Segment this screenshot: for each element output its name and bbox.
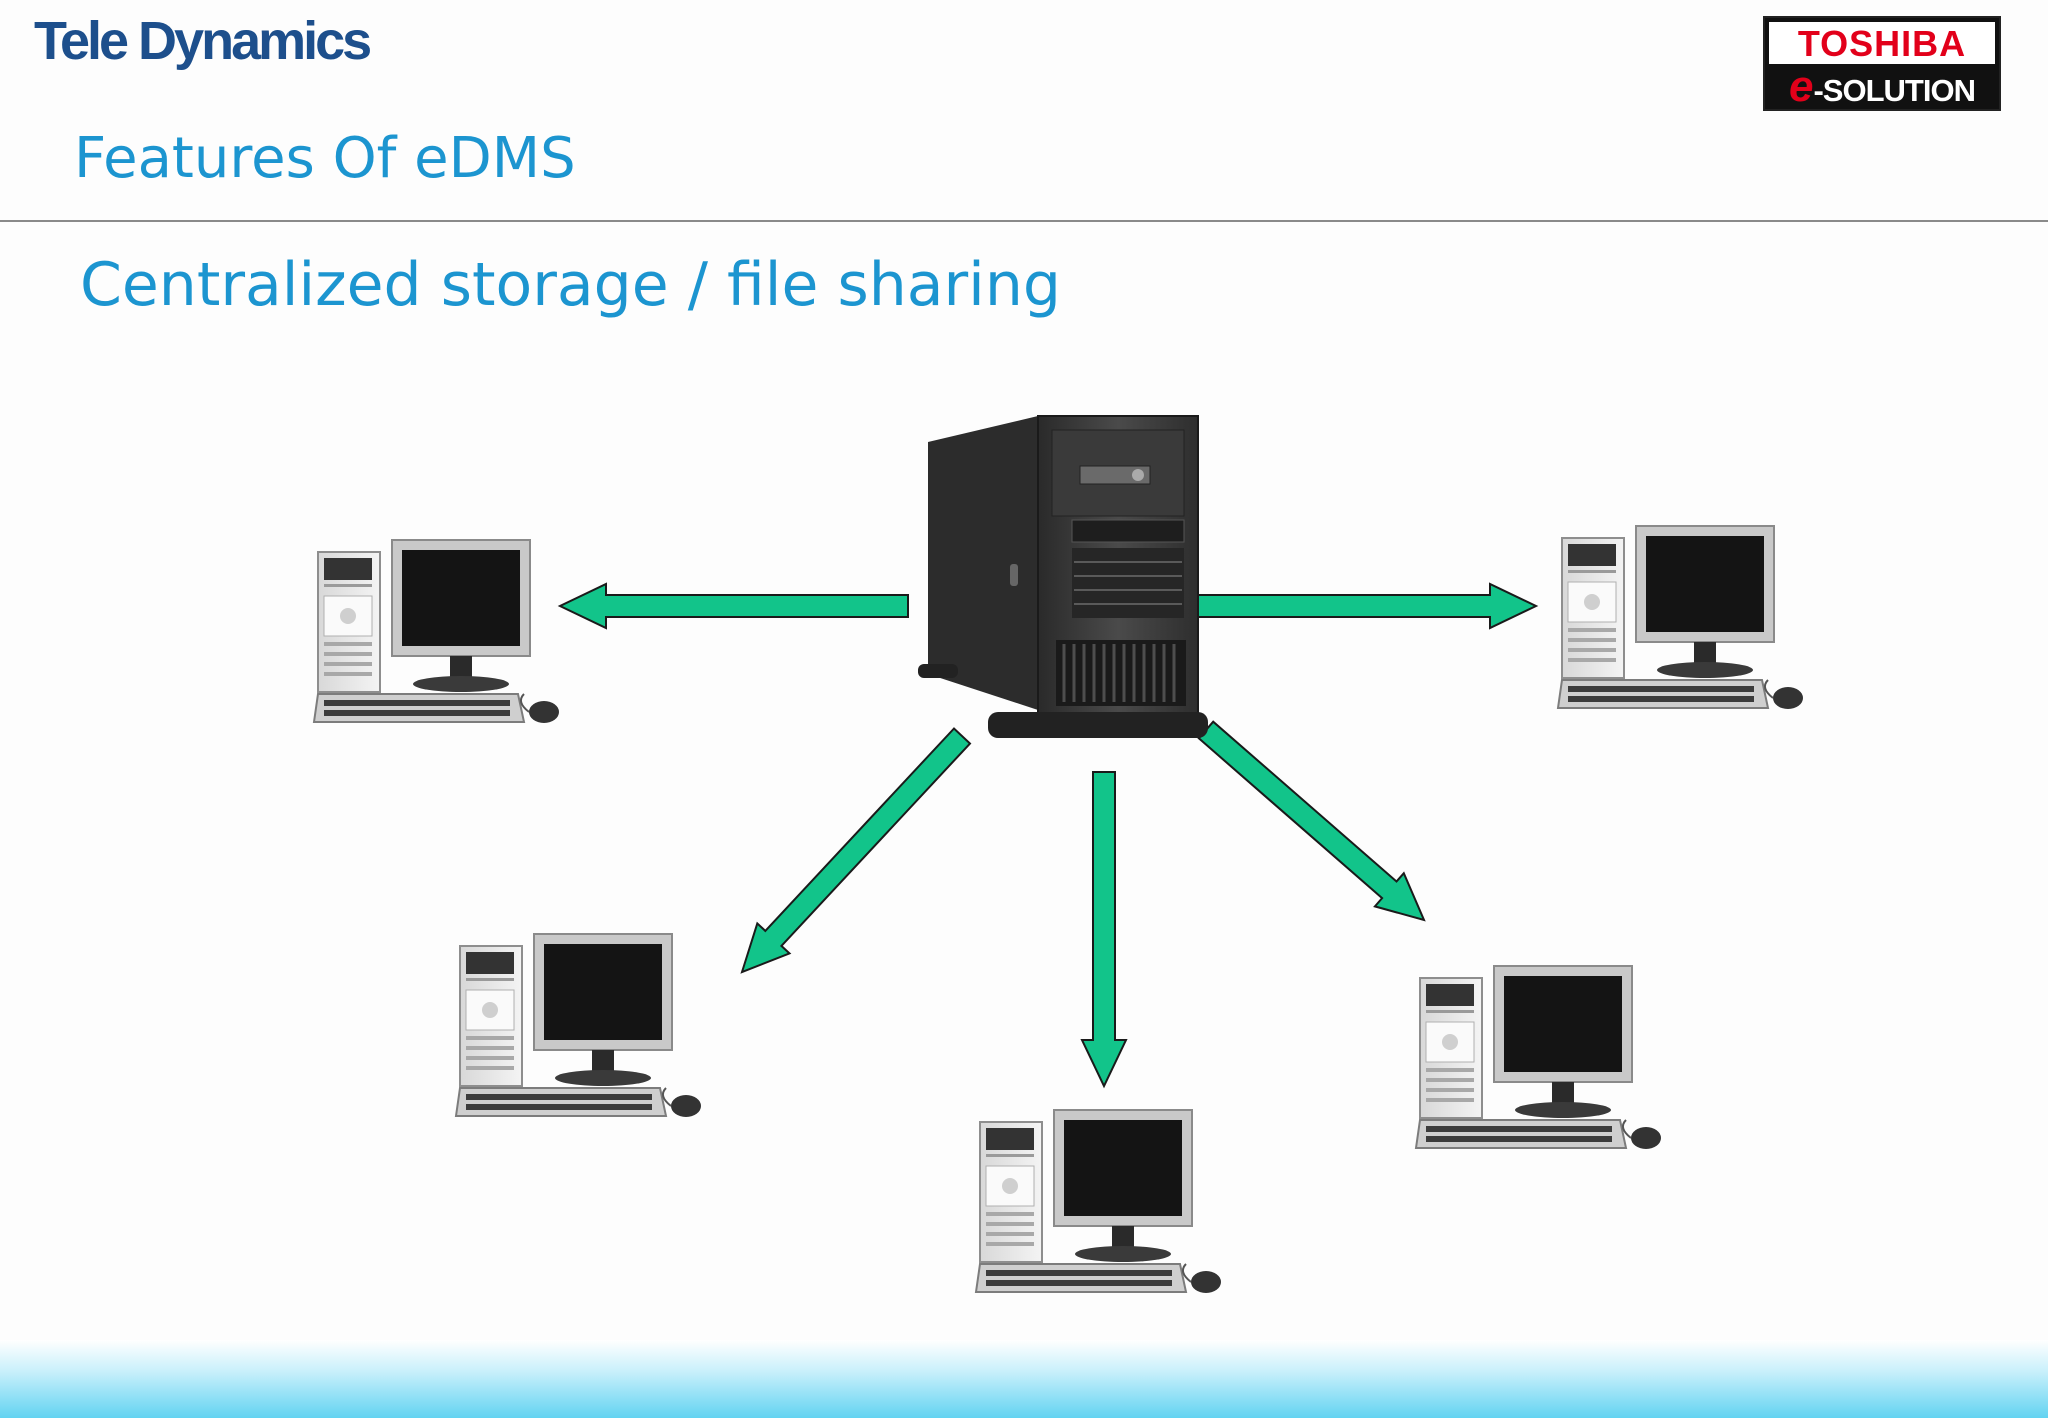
arrow-shape bbox=[1197, 720, 1426, 922]
arrow-shape bbox=[740, 727, 972, 974]
slide-title: Features Of eDMS bbox=[74, 126, 576, 191]
desktop-computer-icon bbox=[455, 933, 702, 1118]
title-divider bbox=[0, 220, 2048, 222]
desktop-computer-icon bbox=[1415, 965, 1662, 1150]
desktop-computer-icon bbox=[313, 539, 560, 724]
logo-esolution: e-SOLUTION bbox=[1769, 65, 1995, 109]
arrow-shape bbox=[1189, 582, 1539, 630]
logo-toshiba-text: TOSHIBA bbox=[1769, 22, 1995, 64]
arrows-group bbox=[557, 582, 1539, 1089]
server-tower-icon bbox=[918, 415, 1208, 738]
arrow-shape bbox=[1080, 771, 1128, 1089]
slide-subtitle: Centralized storage / file sharing bbox=[80, 250, 1061, 320]
logo-solution-text: -SOLUTION bbox=[1813, 73, 1975, 108]
desktop-computer-icon bbox=[1557, 525, 1804, 710]
desktop-computer-icon bbox=[975, 1109, 1222, 1294]
bottom-gradient-band bbox=[0, 1340, 2048, 1418]
arrow-shape bbox=[557, 582, 909, 630]
brand-logo-text: Tele Dynamics bbox=[34, 11, 372, 71]
logo-e-letter: e bbox=[1789, 62, 1814, 111]
toshiba-logo: TOSHIBA e-SOLUTION bbox=[1763, 16, 2001, 111]
